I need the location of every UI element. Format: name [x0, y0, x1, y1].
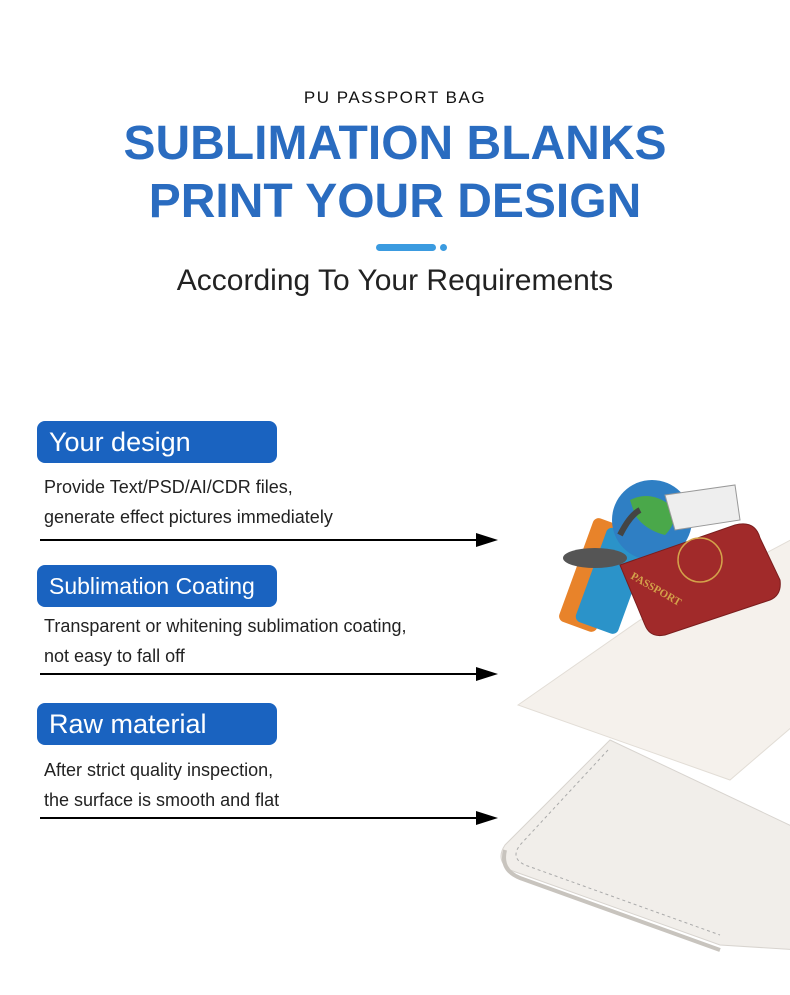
- layer-desc-design: Provide Text/PSD/AI/CDR files, generate …: [44, 472, 333, 532]
- design-artwork: PASSPORT: [559, 480, 781, 636]
- desc-line: Provide Text/PSD/AI/CDR files,: [44, 477, 293, 497]
- layer-desc-coating: Transparent or whitening sublimation coa…: [44, 611, 407, 671]
- layer-desc-material: After strict quality inspection, the sur…: [44, 755, 279, 815]
- passport-cover-raw: [500, 739, 790, 952]
- subtitle: According To Your Requirements: [176, 264, 614, 297]
- kicker-text: PU PASSPORT BAG: [303, 88, 487, 107]
- accent-dot: [440, 244, 447, 251]
- desc-line: generate effect pictures immediately: [44, 507, 333, 527]
- headline-line-2: PRINT YOUR DESIGN: [148, 175, 642, 228]
- layer-label-coating: Sublimation Coating: [37, 565, 277, 607]
- passport-layers-illustration: PASSPORT: [500, 480, 790, 952]
- arrow-icon: [40, 533, 498, 547]
- layer-label-material: Raw material: [37, 703, 277, 745]
- arrow-icon: [40, 811, 498, 825]
- desc-line: the surface is smooth and flat: [44, 790, 280, 810]
- accent-bar: [376, 244, 436, 251]
- desc-line: not easy to fall off: [44, 646, 185, 666]
- headline-line-1: SUBLIMATION BLANKS: [123, 117, 667, 170]
- layer-label-design: Your design: [37, 421, 277, 463]
- desc-line: Transparent or whitening sublimation coa…: [44, 616, 407, 636]
- desc-line: After strict quality inspection,: [44, 760, 274, 780]
- arrow-icon: [40, 667, 498, 681]
